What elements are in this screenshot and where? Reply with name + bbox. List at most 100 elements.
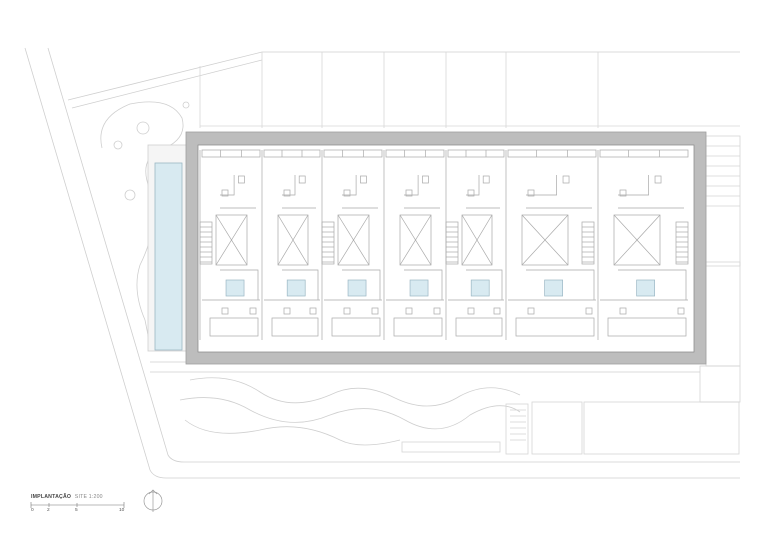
tree-circle <box>182 101 190 109</box>
swimming-pool <box>154 162 183 351</box>
garden-curve-south <box>189 377 521 407</box>
light-well <box>544 279 563 297</box>
window-strip <box>201 149 261 158</box>
column <box>238 175 245 184</box>
garden-curve-south-3 <box>184 419 401 446</box>
stair-core <box>277 214 309 266</box>
bottom-room <box>455 317 503 337</box>
stair-core <box>461 214 493 266</box>
stair-core <box>399 214 432 266</box>
column <box>562 175 570 184</box>
column <box>433 307 441 315</box>
stair-ladder <box>199 221 213 265</box>
south-lots <box>401 365 741 455</box>
site-boundary-line <box>24 47 740 479</box>
column <box>467 307 475 315</box>
window-strip <box>447 149 505 158</box>
tree-circle <box>136 121 150 135</box>
garden-curve-south-2 <box>179 397 521 430</box>
bottom-room <box>209 317 259 337</box>
room-walls <box>618 175 684 209</box>
stair-diagonal <box>521 214 569 266</box>
north-arrow-icon <box>143 489 163 512</box>
tree-circle <box>113 140 123 150</box>
scale-label-0: 0 <box>31 508 34 513</box>
tree-circle <box>124 189 136 201</box>
bottom-room <box>393 317 443 337</box>
room-walls <box>264 269 320 301</box>
drawing-caption: IMPLANTAÇÃO SITE 1:200 <box>31 494 103 500</box>
column <box>283 189 291 197</box>
stair-ladder <box>445 221 459 265</box>
column <box>619 307 627 315</box>
column <box>527 189 535 197</box>
housing-units <box>199 149 689 340</box>
room-walls <box>526 175 592 209</box>
scale-label-5: 5 <box>75 508 78 513</box>
light-well <box>409 279 429 297</box>
scale-label-10: 10 <box>119 508 125 513</box>
room-walls <box>600 269 688 301</box>
stair-diagonal <box>461 214 493 266</box>
stair-ladder <box>321 221 335 265</box>
stair-core <box>613 214 661 266</box>
column <box>343 307 351 315</box>
east-terrace <box>705 135 741 367</box>
column <box>309 307 317 315</box>
column <box>619 189 627 197</box>
column <box>654 175 662 184</box>
drawing-subtitle: SITE 1:200 <box>74 494 103 500</box>
column <box>467 189 475 197</box>
column <box>343 189 351 197</box>
column <box>527 307 535 315</box>
drawing-title: IMPLANTAÇÃO <box>31 494 72 500</box>
room-walls <box>220 175 256 209</box>
column <box>221 189 229 197</box>
room-walls <box>202 269 260 301</box>
bottom-room <box>515 317 595 337</box>
room-walls <box>324 269 382 301</box>
stair-ladder <box>581 221 595 265</box>
stair-core <box>215 214 248 266</box>
bottom-room <box>331 317 381 337</box>
column <box>405 307 413 315</box>
light-well <box>286 279 306 297</box>
scale-label-2: 2 <box>47 508 50 513</box>
window-strip <box>263 149 321 158</box>
stair-diagonal <box>277 214 309 266</box>
column <box>493 307 501 315</box>
stair-diagonal <box>399 214 432 266</box>
window-strip <box>599 149 689 158</box>
stair-diagonal <box>337 214 370 266</box>
light-well <box>470 279 490 297</box>
stair-diagonal <box>613 214 661 266</box>
stair-core <box>521 214 569 266</box>
column <box>482 175 490 184</box>
bottom-room <box>271 317 319 337</box>
column <box>422 175 429 184</box>
north-inner-line <box>71 59 263 109</box>
column <box>677 307 685 315</box>
room-walls <box>282 175 316 209</box>
room-walls <box>448 269 504 301</box>
light-well <box>636 279 655 297</box>
north-plots <box>199 52 740 128</box>
stair-core <box>337 214 370 266</box>
window-strip <box>385 149 445 158</box>
room-walls <box>386 269 444 301</box>
room-walls <box>466 175 500 209</box>
stair-ladder <box>675 221 689 265</box>
window-strip <box>507 149 597 158</box>
column <box>298 175 306 184</box>
column <box>360 175 367 184</box>
window-strip <box>323 149 383 158</box>
room-walls <box>342 175 378 209</box>
stair-diagonal <box>215 214 248 266</box>
scale-bar <box>30 502 125 508</box>
column <box>283 307 291 315</box>
room-walls <box>508 269 596 301</box>
column <box>249 307 257 315</box>
light-well <box>347 279 367 297</box>
light-well <box>225 279 245 297</box>
